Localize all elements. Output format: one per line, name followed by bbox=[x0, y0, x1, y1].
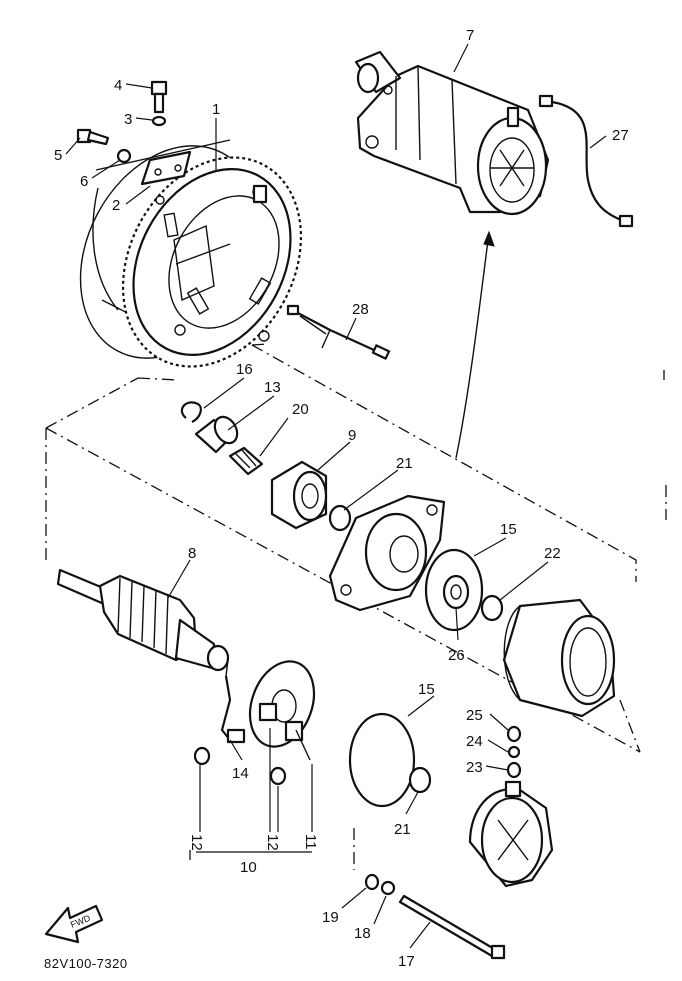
o-ring-15-lower bbox=[348, 712, 416, 808]
callout-12-right: 12 bbox=[264, 834, 281, 851]
callout-18: 18 bbox=[354, 925, 371, 942]
callout-5: 5 bbox=[54, 147, 62, 164]
callout-15-upper: 15 bbox=[500, 521, 517, 538]
bolt-5 bbox=[76, 128, 110, 146]
callout-22: 22 bbox=[544, 545, 561, 562]
callout-12-left: 12 bbox=[188, 834, 205, 851]
circlip-16 bbox=[180, 401, 202, 423]
nut-12-left bbox=[193, 746, 211, 766]
washer-21-upper bbox=[328, 504, 352, 532]
spring-20 bbox=[228, 446, 264, 476]
assembly-boundary-right bbox=[251, 343, 641, 753]
callout-21-lower: 21 bbox=[394, 821, 411, 838]
callout-16: 16 bbox=[236, 361, 253, 378]
callout-4: 4 bbox=[114, 77, 122, 94]
yoke bbox=[502, 598, 616, 718]
callout-14: 14 bbox=[232, 765, 249, 782]
callout-23: 23 bbox=[466, 759, 483, 776]
nut-25 bbox=[506, 725, 522, 743]
washer-6 bbox=[116, 148, 132, 164]
starter-motor bbox=[354, 50, 550, 216]
washer-21-lower bbox=[408, 766, 432, 794]
shim-26 bbox=[442, 574, 470, 610]
drawing-code: 82V100-7320 bbox=[44, 956, 128, 971]
leader-lines bbox=[65, 43, 607, 949]
retaining-plate bbox=[140, 150, 192, 186]
through-bolt-17 bbox=[398, 894, 506, 960]
callout-6: 6 bbox=[80, 173, 88, 190]
callout-9: 9 bbox=[348, 427, 356, 444]
lead-wire-28 bbox=[286, 304, 391, 360]
callout-10: 10 bbox=[240, 859, 257, 876]
callout-7: 7 bbox=[466, 27, 474, 44]
assembly-arrow-head bbox=[483, 230, 495, 247]
nut-12-right bbox=[269, 766, 287, 786]
callout-25: 25 bbox=[466, 707, 483, 724]
callout-1: 1 bbox=[212, 101, 220, 118]
callout-2: 2 bbox=[112, 197, 120, 214]
callout-26: 26 bbox=[448, 647, 465, 664]
brush-holder-10 bbox=[248, 660, 316, 761]
starter-clutch-ring-gear bbox=[79, 139, 303, 368]
bolt-4 bbox=[150, 80, 168, 114]
forward-arrow: FWD bbox=[44, 904, 104, 944]
callout-21-upper: 21 bbox=[396, 455, 413, 472]
callout-20: 20 bbox=[292, 401, 309, 418]
nut-23 bbox=[506, 761, 522, 779]
armature-8 bbox=[56, 568, 230, 672]
callout-numbers: 1 2 3 4 5 6 7 8 9 10 11 12 12 13 14 15 1… bbox=[54, 27, 629, 970]
callout-3: 3 bbox=[124, 111, 132, 128]
callout-27: 27 bbox=[612, 127, 629, 144]
washer-18 bbox=[380, 880, 396, 896]
callout-24: 24 bbox=[466, 733, 483, 750]
washer-3 bbox=[151, 115, 167, 127]
nut-19 bbox=[364, 873, 380, 891]
callout-11: 11 bbox=[302, 834, 319, 850]
lead-wire-27 bbox=[538, 94, 634, 228]
washer-22 bbox=[480, 594, 504, 622]
collar-13 bbox=[194, 415, 239, 454]
starter-drive-9 bbox=[270, 460, 328, 530]
rear-cover bbox=[468, 780, 554, 888]
washer-24 bbox=[507, 745, 521, 759]
assembly-arrow bbox=[455, 239, 489, 459]
callout-15-lower: 15 bbox=[418, 681, 435, 698]
callout-19: 19 bbox=[322, 909, 339, 926]
callout-28: 28 bbox=[352, 301, 369, 318]
brush-14 bbox=[220, 659, 246, 744]
callout-17: 17 bbox=[398, 953, 415, 970]
front-cover bbox=[328, 494, 446, 612]
callout-8: 8 bbox=[188, 545, 196, 562]
callout-13: 13 bbox=[264, 379, 281, 396]
